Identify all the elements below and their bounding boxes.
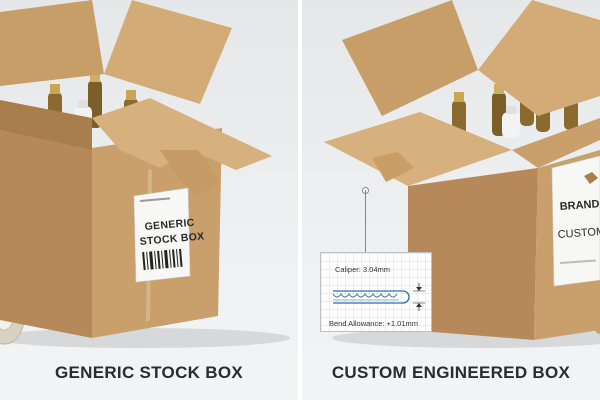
generic-caption: GENERIC STOCK BOX [54,363,244,382]
right-front-flap [512,118,600,168]
left-front-flap [324,112,512,186]
back-right-flap [478,0,600,116]
generic-box-illustration: GENERIC STOCK BOX [0,0,290,348]
tape-roll [592,306,600,334]
box-shadow [0,328,290,348]
crumpled-flap [160,150,220,196]
brand-label: BRAND CUSTOM ENGINEER [551,155,600,287]
stock-box-label: GENERIC STOCK BOX [133,187,205,283]
brand-logo-icon [584,172,598,184]
box-left-side [408,168,538,340]
leader-line [365,190,366,252]
box-left-side [0,130,92,338]
generic-stock-box-panel: GENERIC STOCK BOX GENERIC STOCK BOX [0,0,298,400]
corrugated-board-diagram [332,283,425,311]
back-right-flap [104,0,232,104]
label-line-2: STOCK BOX [139,230,205,248]
bend-allowance-text: Bend Allowance: +1.01mm [329,319,419,328]
custom-box-illustration: BRAND CUSTOM ENGINEER [324,0,600,348]
label-line-1: GENERIC [144,217,195,233]
barcode-icon [142,248,183,271]
left-front-flap [0,100,92,150]
right-front-flap [92,98,272,170]
panel-divider [298,0,302,400]
custom-engineered-box-panel: BRAND CUSTOM ENGINEER Caliper: 3.04mm Be… [302,0,600,400]
spec-callout-card: Caliper: 3.04mm Bend Allowance: +1.01mm [320,252,432,332]
custom-caption: CUSTOM ENGINEERED BOX [331,363,571,382]
brand-text: BRAND [559,198,600,213]
caliper-text: Caliper: 3.04mm [335,265,391,274]
flap-tab [372,152,414,182]
back-left-flap [342,0,478,116]
back-left-flap [0,0,104,86]
